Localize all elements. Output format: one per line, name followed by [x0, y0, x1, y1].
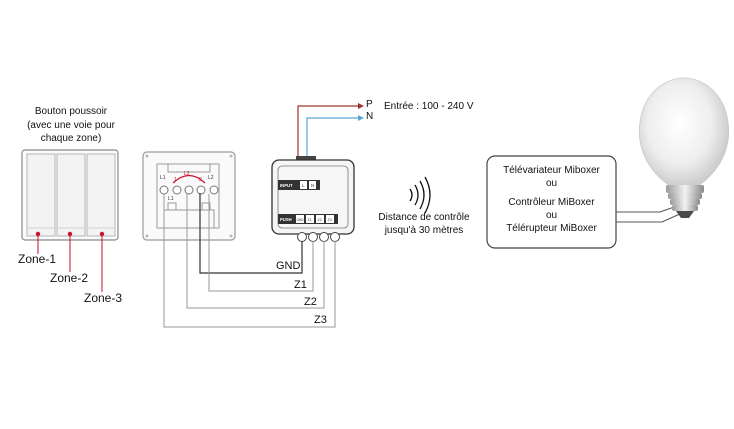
wireless-range-line2: jusqu'à 30 mètres: [384, 225, 464, 236]
device-line4: ou: [545, 210, 558, 221]
zone-2-label: Zone-2: [50, 271, 89, 285]
live-arrow: [358, 103, 364, 109]
terminal-screw: [172, 185, 182, 195]
controller-input-n: N: [311, 183, 314, 188]
controller-push-z1: Z1: [308, 218, 312, 222]
controller-input-l: L: [302, 183, 305, 188]
zone-3-label: Zone-3: [84, 291, 123, 305]
terminal-bridge: [172, 174, 206, 184]
light-bulb-icon: [638, 77, 730, 218]
terminal-label-2: 2: [199, 177, 202, 183]
gnd-wire: [199, 193, 303, 274]
terminal-screw: [209, 185, 219, 195]
neutral-label: N: [366, 111, 374, 122]
device-line1: Télévariateur Miboxer: [503, 165, 600, 176]
lamp-wire: [616, 212, 683, 223]
device-line3: Contrôleur MiBoxer: [508, 197, 595, 208]
push-button-panel: [21, 149, 119, 241]
controller-input-label: INPUT: [280, 183, 293, 188]
terminal-label-l2: L2: [184, 171, 190, 177]
zone-pointers: [35, 231, 105, 292]
wall-switch-module: [142, 151, 236, 241]
pushbutton-subtitle-line1: (avec une voie pour: [27, 120, 115, 131]
terminal-label-l2b: L2: [208, 175, 214, 181]
terminal-label-l1: L1: [160, 175, 166, 181]
device-line5: Télérupteur MiBoxer: [506, 223, 597, 234]
controller-module: [271, 156, 355, 242]
zone-3-dot: [99, 231, 105, 237]
neutral-wire: [306, 117, 358, 156]
neutral-arrow: [358, 115, 364, 121]
z2-wire-label: Z2: [304, 296, 317, 308]
z1-wire: [208, 194, 314, 292]
power-input-label: Entrée : 100 - 240 V: [384, 101, 474, 112]
terminal-label-l1b: L1: [168, 196, 174, 202]
terminal-screw: [159, 185, 169, 195]
controller-push-label: PUSH: [280, 217, 292, 222]
z2-wire: [186, 194, 325, 309]
device-line2: ou: [545, 178, 558, 189]
terminal-label-1: 1: [174, 177, 177, 183]
pushbutton-subtitle-line2: chaque zone): [40, 133, 102, 144]
z3-wire: [163, 194, 336, 328]
zone-2-dot: [67, 231, 73, 237]
z1-wire-label: Z1: [294, 279, 307, 291]
controller-push-gnd: GND: [297, 218, 305, 222]
zone-1-label: Zone-1: [18, 252, 57, 266]
terminal-screw: [184, 185, 194, 195]
live-wire: [297, 105, 358, 156]
z3-wire-label: Z3: [314, 314, 327, 326]
controller-push-z2: Z2: [318, 218, 322, 222]
zone-1-dot: [35, 231, 41, 237]
terminal-screw: [196, 185, 206, 195]
wireless-range-line1: Distance de contrôle: [378, 212, 470, 223]
device-box: [486, 155, 617, 249]
lamp-wire: [616, 204, 681, 213]
live-label: P: [366, 99, 373, 110]
pushbutton-title: Bouton poussoir: [34, 106, 108, 117]
wireless-signal-icon: [409, 176, 431, 214]
gnd-wire-label: GND: [276, 260, 301, 272]
controller-push-z3: Z3: [328, 218, 332, 222]
